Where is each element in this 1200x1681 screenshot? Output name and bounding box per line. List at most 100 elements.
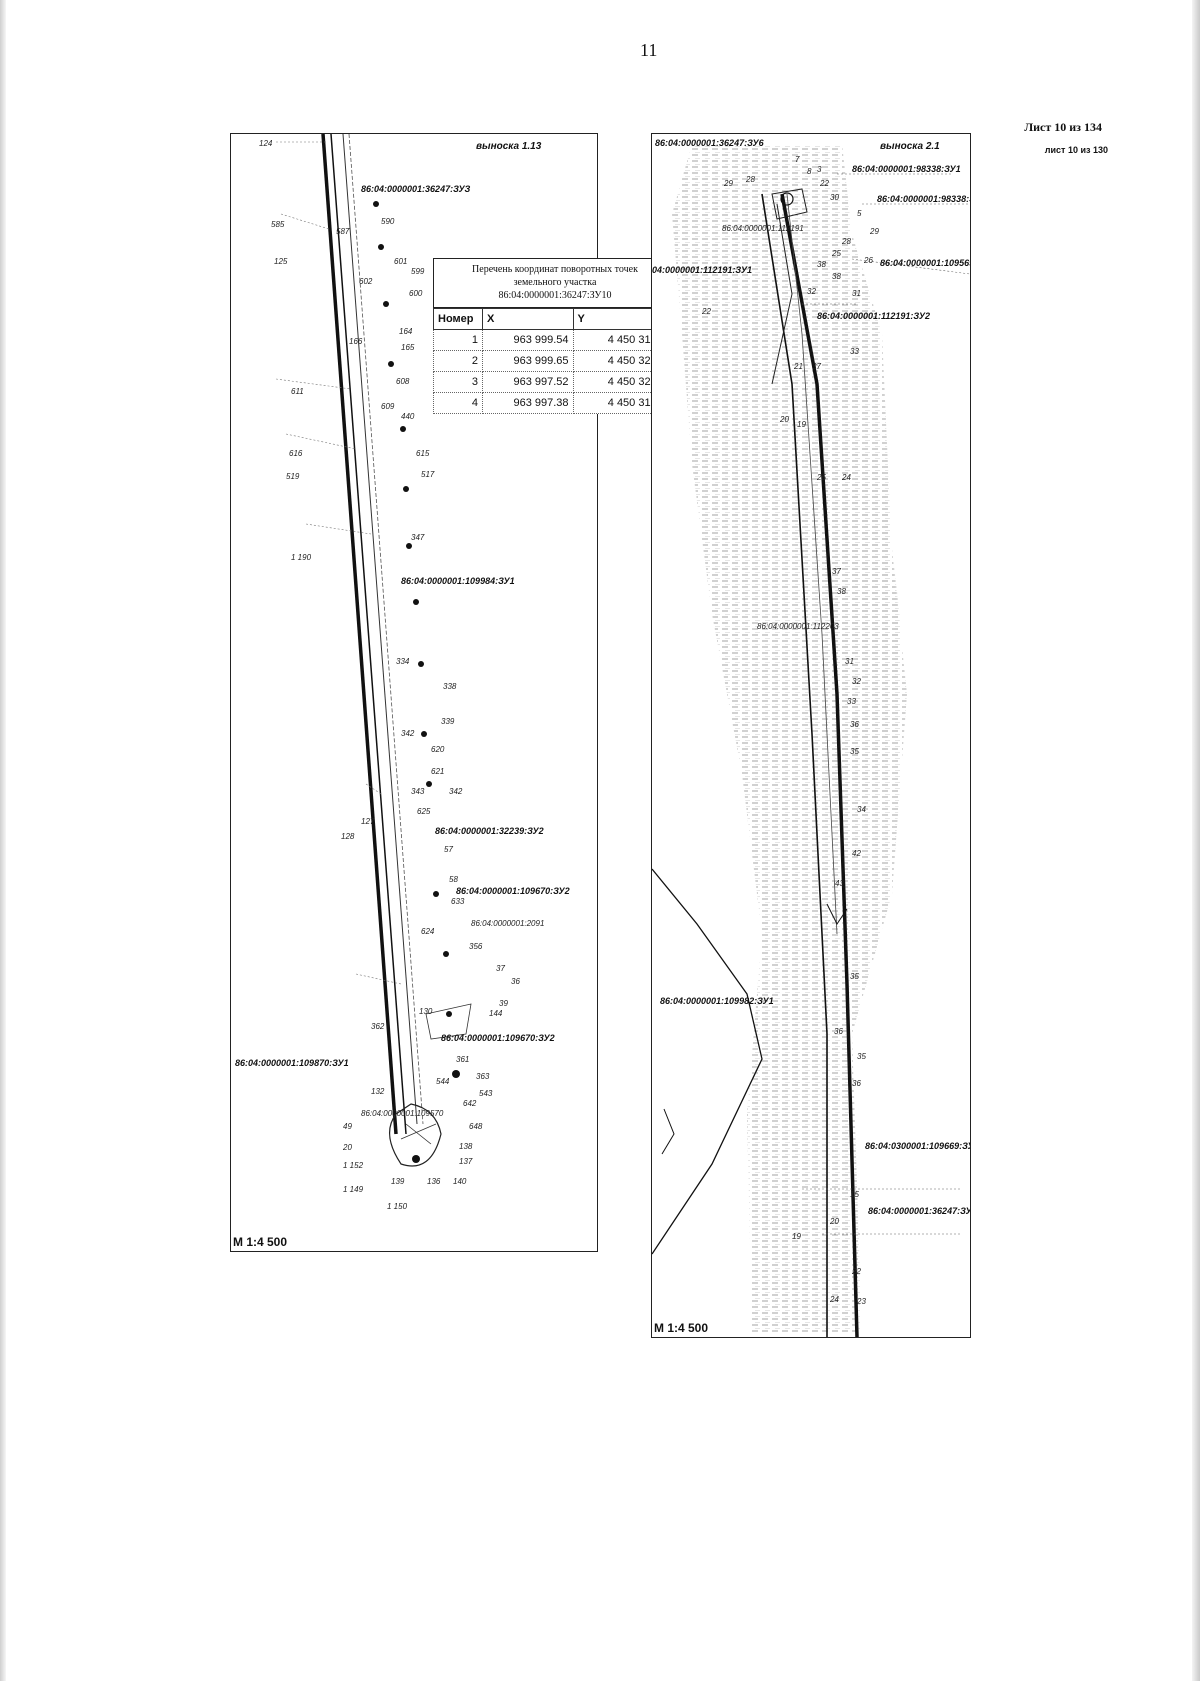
map-inset-1-drawing: выноска 1.13 86:04:0000001:36247:ЗУЗ 86:… xyxy=(235,134,570,1211)
scale-label: М 1:4 500 xyxy=(654,1321,709,1335)
svg-text:599: 599 xyxy=(411,267,425,276)
svg-text:36: 36 xyxy=(834,1027,843,1036)
svg-text:20: 20 xyxy=(779,415,789,424)
table-row: 4 963 997.38 4 450 319.94 xyxy=(433,392,678,414)
svg-text:5: 5 xyxy=(857,209,862,218)
svg-text:21: 21 xyxy=(793,362,803,371)
svg-text:1 150: 1 150 xyxy=(387,1202,408,1211)
small-parcel-label: 86:04:0000001:112191 xyxy=(722,224,804,233)
svg-text:26: 26 xyxy=(863,256,873,265)
svg-text:342: 342 xyxy=(449,787,463,796)
small-parcel-label: 86:04:0000001:2091 xyxy=(471,919,544,928)
svg-text:608: 608 xyxy=(396,377,410,386)
svg-text:164: 164 xyxy=(399,327,413,336)
inset-1-title: выноска 1.13 xyxy=(476,141,542,152)
table-header-row: Номер X Y xyxy=(433,308,678,330)
svg-text:49: 49 xyxy=(343,1122,352,1131)
svg-text:600: 600 xyxy=(409,289,423,298)
svg-text:165: 165 xyxy=(401,343,415,352)
svg-text:128: 128 xyxy=(341,832,355,841)
svg-text:32: 32 xyxy=(807,287,816,296)
svg-text:633: 633 xyxy=(451,897,465,906)
svg-text:37: 37 xyxy=(832,567,841,576)
sheet-sublabel: лист 10 из 130 xyxy=(1044,145,1108,155)
svg-text:517: 517 xyxy=(421,470,435,479)
svg-text:37: 37 xyxy=(496,964,505,973)
svg-text:30: 30 xyxy=(830,193,839,202)
svg-text:519: 519 xyxy=(286,472,300,481)
svg-text:31: 31 xyxy=(845,657,854,666)
svg-text:338: 338 xyxy=(443,682,457,691)
svg-text:25: 25 xyxy=(816,473,826,482)
scan-edge-left xyxy=(0,0,6,1681)
svg-text:20: 20 xyxy=(342,1143,352,1152)
svg-text:609: 609 xyxy=(381,402,395,411)
column-header: X xyxy=(482,308,574,330)
table-row: 2 963 999.65 4 450 322.04 xyxy=(433,350,678,372)
svg-text:590: 590 xyxy=(381,217,395,226)
svg-text:39: 39 xyxy=(499,999,508,1008)
table-row: 1 963 999.54 4 450 319.88 xyxy=(433,329,678,351)
svg-text:42: 42 xyxy=(852,849,861,858)
svg-text:601: 601 xyxy=(394,257,407,266)
svg-text:7: 7 xyxy=(795,155,800,164)
svg-text:35: 35 xyxy=(850,747,859,756)
parcel-label: 86:04:0000001:98338:ЗУ1 xyxy=(877,194,970,204)
coordinates-title: Перечень координат поворотных точек земе… xyxy=(433,258,677,308)
svg-text:36: 36 xyxy=(852,1079,861,1088)
svg-text:139: 139 xyxy=(391,1177,405,1186)
parcel-label: 86:04:0000001:109670:ЗУ2 xyxy=(456,886,570,896)
svg-text:342: 342 xyxy=(401,729,415,738)
svg-text:15: 15 xyxy=(850,1190,859,1199)
svg-text:8: 8 xyxy=(807,167,812,176)
svg-text:29: 29 xyxy=(869,227,879,236)
column-header: Y xyxy=(572,308,678,330)
svg-text:1 149: 1 149 xyxy=(343,1185,364,1194)
svg-text:33: 33 xyxy=(850,347,859,356)
svg-text:361: 361 xyxy=(456,1055,469,1064)
svg-text:22: 22 xyxy=(851,1267,861,1276)
map-inset-2-drawing: выноска 2.1 86:04:0000001:36247:ЗУ6 86:0… xyxy=(652,138,970,1337)
parcel-label: 86:04:0000001:36247:ЗУ6 xyxy=(655,138,765,148)
small-parcel-label: 86:04:0000001:109570 xyxy=(361,1109,444,1118)
svg-text:339: 339 xyxy=(441,717,455,726)
svg-text:363: 363 xyxy=(476,1072,490,1081)
svg-text:1 152: 1 152 xyxy=(343,1161,364,1170)
point-labels: 124 585 587 590 125 601 599 602 600 164 … xyxy=(259,139,520,1211)
svg-text:38: 38 xyxy=(832,272,841,281)
svg-text:22: 22 xyxy=(701,307,711,316)
svg-text:124: 124 xyxy=(259,139,273,148)
svg-text:140: 140 xyxy=(453,1177,467,1186)
parcel-label: 86:04:0000001:109569:ЗУ1 xyxy=(880,258,970,268)
scan-edge-right xyxy=(1192,0,1200,1681)
svg-text:356: 356 xyxy=(469,942,483,951)
page-number: 11 xyxy=(640,40,658,60)
svg-text:347: 347 xyxy=(411,533,425,542)
svg-text:1 190: 1 190 xyxy=(291,553,312,562)
parcel-label: 86:04:0000001:98338:ЗУ1 xyxy=(852,164,961,174)
svg-text:29: 29 xyxy=(723,179,733,188)
map-inset-2: выноска 2.1 86:04:0000001:36247:ЗУ6 86:0… xyxy=(651,133,971,1338)
column-header: Номер xyxy=(433,308,483,330)
svg-text:138: 138 xyxy=(459,1142,473,1151)
sheet-label: Лист 10 из 134 xyxy=(1024,120,1102,134)
svg-text:625: 625 xyxy=(417,807,431,816)
svg-text:615: 615 xyxy=(416,449,430,458)
parcel-label: 86:04:0000001:109982:ЗУ1 xyxy=(660,996,774,1006)
svg-text:37: 37 xyxy=(812,362,821,371)
svg-text:642: 642 xyxy=(463,1099,477,1108)
svg-text:132: 132 xyxy=(371,1087,385,1096)
svg-text:587: 587 xyxy=(336,227,350,236)
inset-2-title: выноска 2.1 xyxy=(880,141,940,152)
coordinates-table: Номер X Y 1 963 999.54 4 450 319.88 2 96… xyxy=(433,308,678,414)
svg-text:36: 36 xyxy=(511,977,520,986)
svg-text:33: 33 xyxy=(847,697,856,706)
svg-text:35: 35 xyxy=(850,972,859,981)
table-row: 3 963 997.52 4 450 322.09 xyxy=(433,371,678,393)
svg-text:3: 3 xyxy=(817,165,822,174)
svg-text:28: 28 xyxy=(841,237,851,246)
svg-text:136: 136 xyxy=(427,1177,441,1186)
svg-text:20: 20 xyxy=(829,1217,839,1226)
svg-text:648: 648 xyxy=(469,1122,483,1131)
svg-text:611: 611 xyxy=(291,387,304,396)
